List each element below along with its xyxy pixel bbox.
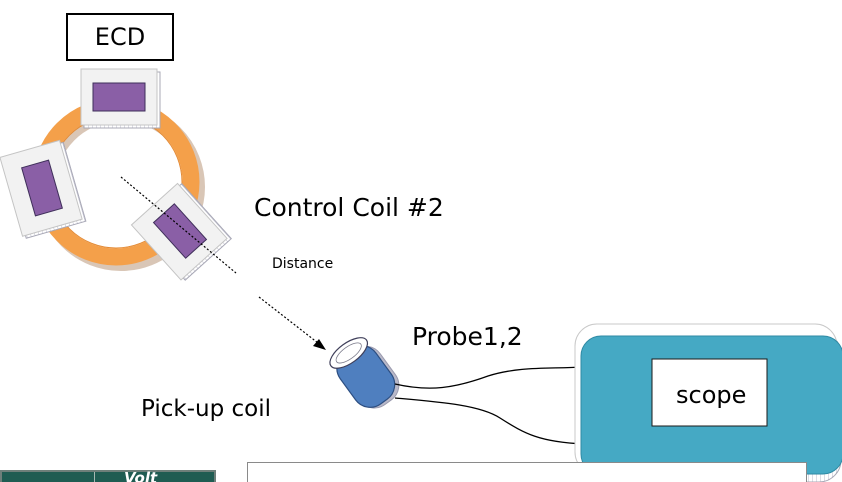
distance-line-lower xyxy=(258,296,319,344)
bottom-panel-fragment xyxy=(247,462,807,482)
pickup-coil-icon xyxy=(329,337,400,409)
scope-label: scope xyxy=(676,381,747,409)
ecd-label-box: ECD xyxy=(66,13,174,61)
probe-wire-2 xyxy=(394,397,585,445)
scope-device-icon xyxy=(574,323,842,482)
table-header-divider xyxy=(94,472,95,482)
ecd-label: ECD xyxy=(94,23,146,51)
control-coil-label: Control Coil #2 xyxy=(254,193,444,222)
coil-block-left xyxy=(0,139,87,239)
distance-line-upper xyxy=(120,176,237,274)
table-header-volt: Volt xyxy=(124,469,158,482)
probe-label: Probe1,2 xyxy=(412,322,523,351)
probe-wire-1 xyxy=(394,366,583,389)
coil-block-right xyxy=(130,182,232,281)
distance-label: Distance xyxy=(272,256,334,272)
table-header-fragment: Volt xyxy=(0,469,216,482)
distance-arrowhead xyxy=(313,339,326,350)
pickup-coil-label: Pick-up coil xyxy=(141,396,272,422)
coil-block-top xyxy=(80,68,161,129)
